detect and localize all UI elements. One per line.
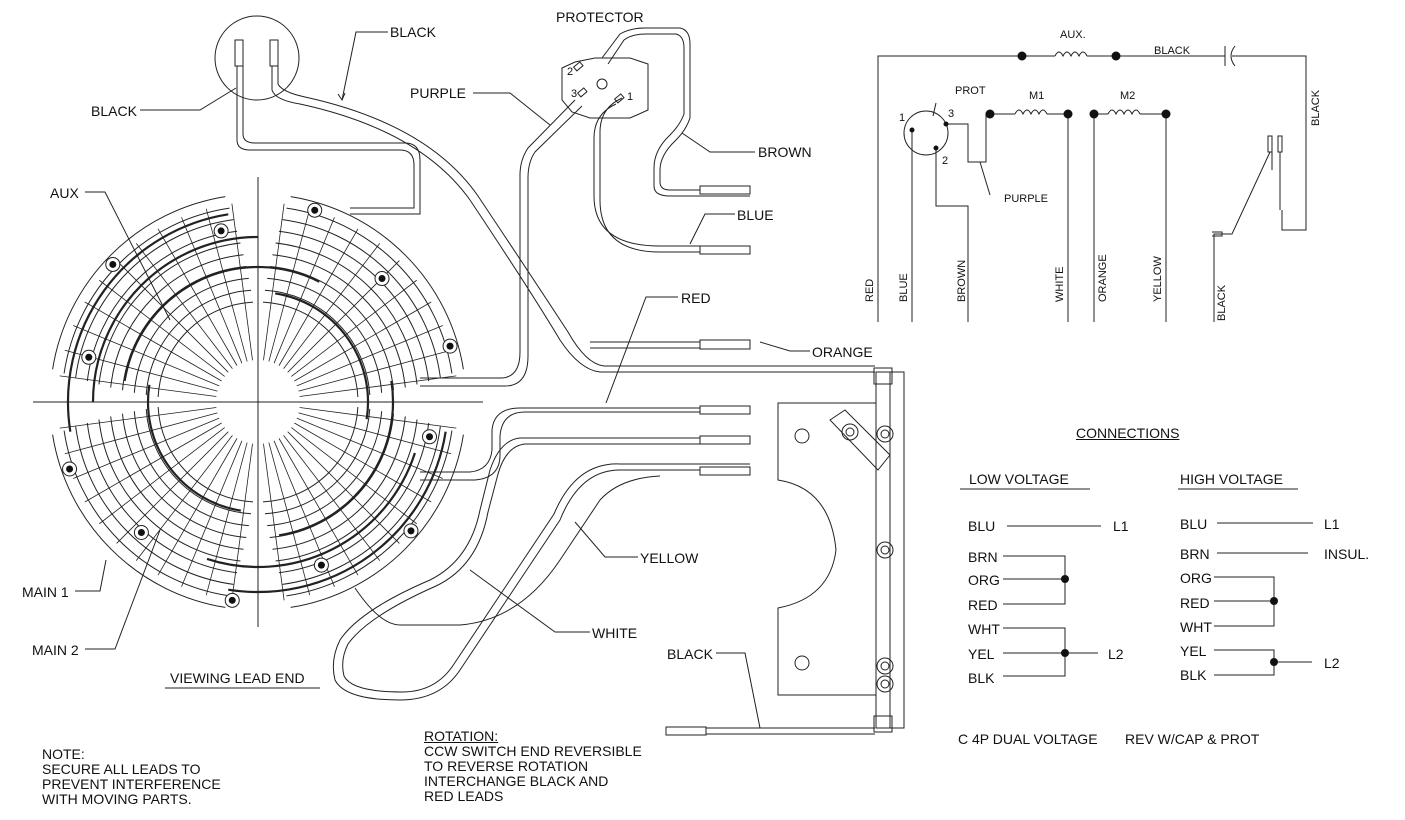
rotation-block: ROTATION: CCW SWITCH END REVERSIBLE TO R… xyxy=(424,729,642,804)
rotation-line: INTERCHANGE BLACK AND xyxy=(424,773,609,789)
high-wht: WHT xyxy=(1180,619,1212,635)
label-red: RED xyxy=(681,290,711,306)
schem-lead-blue: BLUE xyxy=(898,273,910,302)
connections-lines xyxy=(960,488,1313,677)
label-main-2: MAIN 2 xyxy=(32,642,79,658)
high-insul: INSUL. xyxy=(1324,546,1370,562)
label-black-bottom: BLACK xyxy=(667,646,713,662)
schem-aux: AUX. xyxy=(1060,29,1086,41)
lead-wires xyxy=(236,27,875,735)
label-black-left: BLACK xyxy=(91,103,137,119)
schem-lead-white: WHITE xyxy=(1054,266,1066,302)
high-voltage-title: HIGH VOLTAGE xyxy=(1180,471,1283,487)
stator-windings xyxy=(33,177,483,627)
schem-black-top: BLACK xyxy=(1154,45,1191,57)
high-yel: YEL xyxy=(1180,643,1207,659)
schem-lead-orange: ORANGE xyxy=(1097,254,1109,302)
low-l2: L2 xyxy=(1108,646,1124,662)
label-brown: BROWN xyxy=(758,144,812,160)
schem-term-1: 1 xyxy=(899,112,906,124)
note-line: PREVENT INTERFERENCE xyxy=(42,776,221,792)
note-line: SECURE ALL LEADS TO xyxy=(42,761,201,777)
schem-black-right: BLACK xyxy=(1310,89,1322,126)
rotation-line: RED LEADS xyxy=(424,788,504,804)
low-blu: BLU xyxy=(968,518,996,534)
label-prot-term-1: 1 xyxy=(627,91,634,103)
label-orange: ORANGE xyxy=(812,344,873,360)
switch-assembly xyxy=(777,367,905,733)
label-aux: AUX xyxy=(50,185,79,201)
label-black-top: BLACK xyxy=(390,24,436,40)
note-line: WITH MOVING PARTS. xyxy=(42,791,192,807)
viewing-lead-end-title: VIEWING LEAD END xyxy=(170,670,305,686)
schematic-dots xyxy=(909,51,1171,151)
low-l1: L1 xyxy=(1113,518,1129,534)
schem-term-2: 2 xyxy=(942,155,949,167)
low-voltage-title: LOW VOLTAGE xyxy=(969,471,1069,487)
high-org: ORG xyxy=(1180,570,1212,586)
protector xyxy=(561,57,649,119)
schem-m2: M2 xyxy=(1120,90,1136,102)
rotation-title: ROTATION: xyxy=(424,728,499,744)
label-protector: PROTECTOR xyxy=(556,9,644,25)
label-purple: PURPLE xyxy=(410,85,467,101)
high-red: RED xyxy=(1180,595,1210,611)
low-blk: BLK xyxy=(968,670,995,686)
rotation-line: TO REVERSE ROTATION xyxy=(424,758,589,774)
schem-purple: PURPLE xyxy=(1004,193,1049,205)
connections-title: CONNECTIONS xyxy=(1076,425,1180,441)
schem-m1: M1 xyxy=(1029,90,1045,102)
schematic xyxy=(877,45,1307,322)
schem-lead-brown: BROWN xyxy=(956,259,968,302)
schem-prot: PROT xyxy=(955,85,986,97)
high-blu: BLU xyxy=(1180,516,1208,532)
high-l1: L1 xyxy=(1324,516,1340,532)
note-title: NOTE: xyxy=(42,746,85,762)
label-yellow: YELLOW xyxy=(640,550,699,566)
low-yel: YEL xyxy=(968,646,995,662)
rotation-line: CCW SWITCH END REVERSIBLE xyxy=(424,743,642,759)
label-white: WHITE xyxy=(592,625,638,641)
schem-term-3: 3 xyxy=(948,108,955,120)
low-wht: WHT xyxy=(968,621,1000,637)
label-main-1: MAIN 1 xyxy=(22,584,69,600)
footer-rev: REV W/CAP & PROT xyxy=(1125,731,1260,747)
high-l2: L2 xyxy=(1324,655,1340,671)
leader-lines xyxy=(75,31,810,729)
schem-lead-yellow: YELLOW xyxy=(1152,256,1164,302)
label-prot-term-2: 2 xyxy=(567,66,574,78)
schem-lead-black: BLACK xyxy=(1216,284,1228,321)
low-brn: BRN xyxy=(968,549,998,565)
label-prot-term-3: 3 xyxy=(571,88,578,100)
note-block: NOTE: SECURE ALL LEADS TO PREVENT INTERF… xyxy=(42,747,221,807)
lead-ends xyxy=(665,185,751,736)
high-brn: BRN xyxy=(1180,546,1210,562)
high-blk: BLK xyxy=(1180,667,1207,683)
low-red: RED xyxy=(968,597,998,613)
plug-connector xyxy=(214,15,300,101)
footer-model: C 4P DUAL VOLTAGE xyxy=(958,731,1098,747)
label-blue: BLUE xyxy=(737,207,774,223)
connections-dots xyxy=(1061,575,1278,666)
low-org: ORG xyxy=(968,572,1000,588)
schem-lead-red: RED xyxy=(864,278,876,302)
